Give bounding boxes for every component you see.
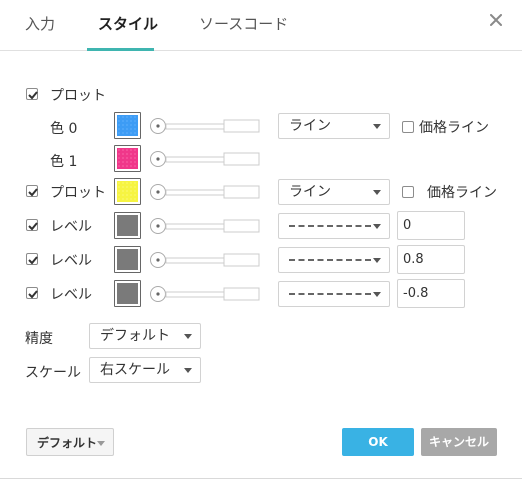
plot1-style-select[interactable]: ライン	[278, 113, 390, 139]
precision-label: 精度	[25, 331, 53, 347]
precision-value: デフォルト	[100, 328, 170, 344]
plot1-label: プロット	[50, 88, 106, 104]
ok-button[interactable]: OK	[342, 428, 414, 456]
level2-value-input[interactable]: 0.8	[397, 245, 465, 274]
level1-opacity-slider[interactable]	[150, 215, 260, 237]
active-tab-indicator	[87, 48, 154, 51]
scale-value: 右スケール	[100, 362, 170, 378]
chevron-down-icon	[373, 258, 381, 263]
color0-opacity-slider[interactable]	[150, 115, 260, 137]
level3-label: レベル	[50, 287, 92, 303]
plot2-style-value: ライン	[289, 184, 331, 200]
level3-line-style-select[interactable]	[278, 281, 390, 307]
chevron-down-icon	[184, 368, 192, 373]
plot2-checkbox[interactable]	[26, 185, 38, 197]
level2-label: レベル	[50, 253, 92, 269]
tab-inputs[interactable]: 入力	[25, 15, 56, 33]
color1-label: 色 1	[50, 154, 78, 170]
level2-checkbox[interactable]	[26, 253, 38, 265]
level1-value-input[interactable]: 0	[397, 211, 465, 240]
level3-color-swatch[interactable]	[114, 280, 141, 307]
level3-checkbox[interactable]	[26, 287, 38, 299]
plot2-style-select[interactable]: ライン	[278, 179, 390, 205]
level3-opacity-slider[interactable]	[150, 283, 260, 305]
tab-style[interactable]: スタイル	[98, 15, 159, 33]
chevron-down-icon	[184, 334, 192, 339]
defaults-menu-button[interactable]: デフォルト	[26, 428, 114, 456]
level1-color-swatch[interactable]	[114, 212, 141, 239]
dialog-bottom-border	[0, 478, 522, 479]
level2-line-style-select[interactable]	[278, 247, 390, 273]
plot2-price-line-label: 価格ライン	[427, 185, 497, 201]
level1-label: レベル	[50, 219, 92, 235]
cancel-button[interactable]: キャンセル	[421, 428, 497, 456]
level1-line-style-select[interactable]	[278, 213, 390, 239]
chevron-down-icon	[373, 292, 381, 297]
level3-value-input[interactable]: -0.8	[397, 279, 465, 308]
defaults-label: デフォルト	[37, 436, 98, 450]
color0-label: 色 0	[50, 121, 78, 137]
plot1-checkbox[interactable]	[26, 88, 38, 100]
tab-source-code[interactable]: ソースコード	[199, 15, 289, 33]
plot1-style-value: ライン	[289, 118, 331, 134]
color0-swatch[interactable]	[114, 112, 141, 139]
precision-select[interactable]: デフォルト	[89, 323, 201, 349]
plot1-price-line-label: 価格ライン	[419, 120, 489, 136]
plot1-price-line-checkbox[interactable]	[402, 121, 414, 133]
level2-color-swatch[interactable]	[114, 246, 141, 273]
scale-select[interactable]: 右スケール	[89, 357, 201, 383]
plot2-label: プロット	[50, 185, 106, 201]
color1-swatch[interactable]	[114, 145, 141, 172]
tab-bar: 入力 スタイル ソースコード	[0, 0, 522, 51]
close-icon[interactable]	[487, 12, 505, 30]
chevron-down-icon	[373, 124, 381, 129]
color1-opacity-slider[interactable]	[150, 148, 260, 170]
dashed-line-icon	[289, 293, 371, 295]
level2-opacity-slider[interactable]	[150, 249, 260, 271]
level1-checkbox[interactable]	[26, 219, 38, 231]
chevron-down-icon	[373, 224, 381, 229]
dashed-line-icon	[289, 225, 371, 227]
plot2-color-swatch[interactable]	[114, 178, 141, 205]
dashed-line-icon	[289, 259, 371, 261]
plot2-opacity-slider[interactable]	[150, 181, 260, 203]
chevron-down-icon	[373, 190, 381, 195]
plot2-price-line-checkbox[interactable]	[402, 186, 414, 198]
scale-label: スケール	[25, 365, 81, 381]
chevron-down-icon	[97, 441, 105, 446]
